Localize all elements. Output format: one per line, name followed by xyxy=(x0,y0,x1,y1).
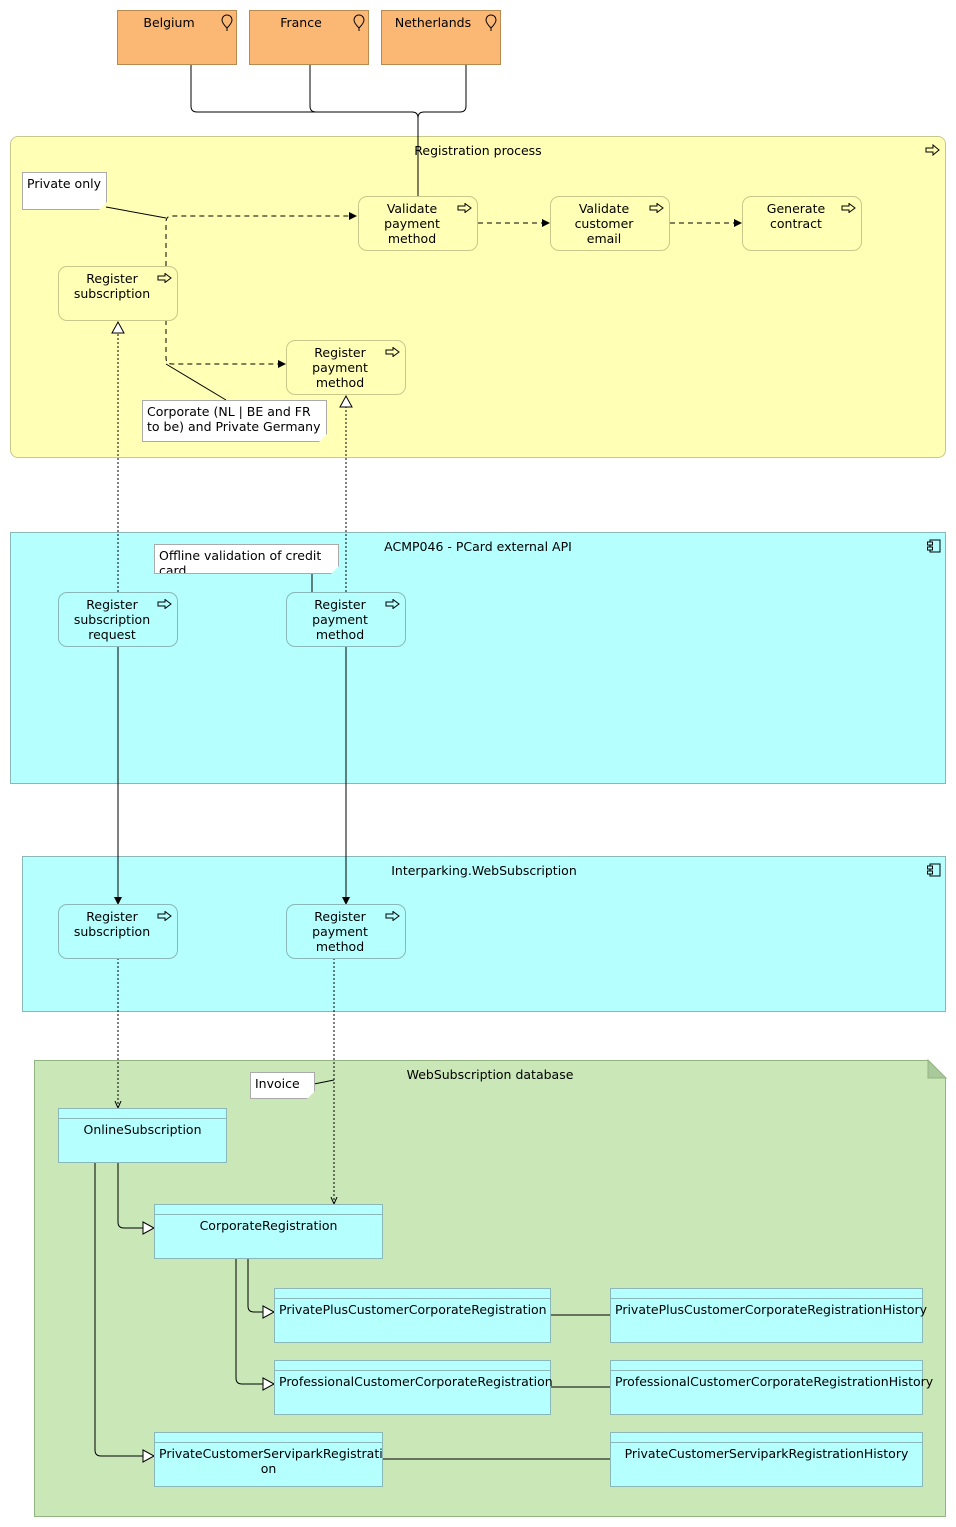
api-register-subscription-request[interactable]: Register subscription request xyxy=(58,592,178,647)
note-invoice[interactable]: Invoice xyxy=(250,1072,315,1099)
process-register-subscription[interactable]: Register subscription xyxy=(58,266,178,321)
object-label: PrivatePlusCustomerCorporateRegistration… xyxy=(615,1302,928,1317)
object-label: ProfessionalCustomerCorporateRegistratio… xyxy=(615,1374,934,1389)
group-title: Interparking.WebSubscription xyxy=(391,863,577,878)
group-title: Registration process xyxy=(414,143,542,158)
process-arrow-icon xyxy=(157,273,172,283)
location-pin-icon xyxy=(353,14,365,31)
data-object-professional-corp-history[interactable]: ProfessionalCustomerCorporateRegistratio… xyxy=(610,1360,934,1415)
process-validate-email[interactable]: Validate customer email xyxy=(550,196,670,251)
group-title: ACMP046 - PCard external API xyxy=(384,539,572,554)
ws-register-payment[interactable]: Register payment method xyxy=(286,904,406,959)
object-header-divider xyxy=(611,1298,922,1299)
data-object-corporate-registration[interactable]: CorporateRegistration xyxy=(154,1204,383,1259)
data-object-online-subscription[interactable]: OnlineSubscription xyxy=(58,1108,227,1163)
data-object-private-plus-corp[interactable]: PrivatePlusCustomerCorporateRegistration xyxy=(274,1288,551,1343)
process-label: Register payment method xyxy=(312,597,368,642)
pcard-api-group: ACMP046 - PCard external API xyxy=(10,532,946,784)
object-header-divider xyxy=(611,1370,922,1371)
data-object-private-plus-corp-history[interactable]: PrivatePlusCustomerCorporateRegistration… xyxy=(610,1288,928,1343)
object-header-divider xyxy=(155,1214,382,1215)
process-label: Validate customer email xyxy=(574,201,634,246)
object-header-divider xyxy=(59,1118,226,1119)
ws-register-subscription[interactable]: Register subscription xyxy=(58,904,178,959)
note-text: Private only xyxy=(27,176,101,191)
process-label: Register subscription request xyxy=(73,597,151,642)
data-object-private-servipark[interactable]: PrivateCustomerServiparkRegistrati on xyxy=(154,1432,383,1487)
data-object-professional-corp[interactable]: ProfessionalCustomerCorporateRegistratio… xyxy=(274,1360,553,1415)
note-offline-validation[interactable]: Offline validation of credit card xyxy=(154,544,339,574)
process-arrow-icon xyxy=(457,203,472,213)
object-label: PrivatePlusCustomerCorporateRegistration xyxy=(279,1302,547,1317)
process-label: Register payment method xyxy=(312,909,368,954)
note-private-only[interactable]: Private only xyxy=(22,172,107,210)
process-arrow-icon xyxy=(649,203,664,213)
location-pin-icon xyxy=(485,14,497,31)
process-label: Register subscription xyxy=(73,271,151,301)
process-label: Register subscription xyxy=(73,909,151,939)
component-icon xyxy=(927,863,941,877)
object-header-divider xyxy=(275,1370,550,1371)
process-label: Register payment method xyxy=(312,345,368,390)
process-arrow-icon xyxy=(925,144,940,156)
api-register-payment[interactable]: Register payment method xyxy=(286,592,406,647)
location-france[interactable]: France xyxy=(249,10,369,65)
location-label: Netherlands xyxy=(394,15,472,30)
location-label: Belgium xyxy=(143,15,195,30)
process-arrow-icon xyxy=(841,203,856,213)
object-label: ProfessionalCustomerCorporateRegistratio… xyxy=(279,1374,553,1389)
note-text: Invoice xyxy=(255,1076,300,1091)
process-validate-payment[interactable]: Validate payment method xyxy=(358,196,478,251)
object-label: CorporateRegistration xyxy=(199,1218,338,1233)
process-arrow-icon xyxy=(385,911,400,921)
location-belgium[interactable]: Belgium xyxy=(117,10,237,65)
process-generate-contract[interactable]: Generate contract xyxy=(742,196,862,251)
process-label: Generate contract xyxy=(766,201,826,231)
process-label: Validate payment method xyxy=(384,201,440,246)
process-arrow-icon xyxy=(157,599,172,609)
note-text: Corporate (NL | BE and FR to be) and Pri… xyxy=(147,404,321,434)
process-register-payment[interactable]: Register payment method xyxy=(286,340,406,395)
data-object-private-servipark-history[interactable]: PrivateCustomerServiparkRegistrationHist… xyxy=(610,1432,923,1487)
process-arrow-icon xyxy=(385,599,400,609)
object-header-divider xyxy=(275,1298,550,1299)
location-netherlands[interactable]: Netherlands xyxy=(381,10,501,65)
object-header-divider xyxy=(611,1442,922,1443)
object-header-divider xyxy=(155,1442,382,1443)
object-label: PrivateCustomerServiparkRegistrati on xyxy=(159,1446,383,1476)
object-label: OnlineSubscription xyxy=(83,1122,202,1137)
process-arrow-icon xyxy=(385,347,400,357)
process-arrow-icon xyxy=(157,911,172,921)
location-pin-icon xyxy=(221,14,233,31)
component-icon xyxy=(927,539,941,553)
note-text: Offline validation of credit card xyxy=(159,548,322,574)
object-label: PrivateCustomerServiparkRegistrationHist… xyxy=(624,1446,909,1461)
note-corporate[interactable]: Corporate (NL | BE and FR to be) and Pri… xyxy=(142,400,327,442)
group-title: WebSubscription database xyxy=(406,1067,574,1082)
location-label: France xyxy=(280,15,322,30)
